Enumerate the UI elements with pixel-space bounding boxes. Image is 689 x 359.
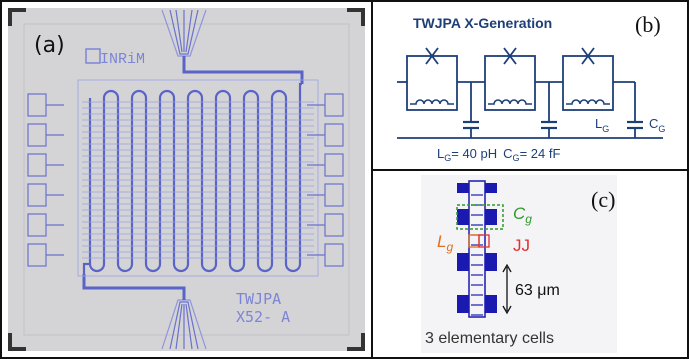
left-side-pads <box>27 93 64 267</box>
jj-highlight <box>478 234 490 248</box>
logo-text: INRiM <box>100 51 145 68</box>
corner-mark <box>347 8 365 26</box>
corner-mark <box>347 333 365 351</box>
circuit-title: TWJPA X-Generation <box>413 15 552 31</box>
chip-layout-drawing: INRiM (a) TWJPA X52- A <box>8 8 365 351</box>
cell-finger-right <box>485 253 497 271</box>
cg-highlight <box>456 204 504 230</box>
cg-symbol: CG <box>649 116 665 134</box>
chip-name-line2: X52- A <box>236 308 290 326</box>
right-side-pads <box>307 93 344 267</box>
panel-a-label: (a) <box>34 33 65 58</box>
cells-caption: 3 elementary cells <box>425 330 554 347</box>
dimension-label: 63 μm <box>515 282 560 299</box>
lg-label: Lg <box>437 232 453 254</box>
meander-line <box>82 82 302 274</box>
panel-a-chip-layout: INRiM (a) TWJPA X52- A <box>0 0 373 359</box>
panel-b-label: (b) <box>635 12 661 37</box>
cell-finger-right <box>485 183 497 193</box>
feed-lines <box>82 56 304 300</box>
elementary-cells-drawing: (c) Cg Lg JJ 63 μm 3 elementary cells <box>421 175 617 353</box>
capacitors <box>463 120 643 130</box>
corner-mark <box>8 8 26 26</box>
corner-mark <box>8 333 26 351</box>
meander-exit <box>82 262 90 274</box>
cell-finger-left <box>457 295 469 313</box>
cell-finger-left <box>457 183 469 193</box>
circuit-wires <box>397 55 663 139</box>
cell-stack <box>457 183 497 316</box>
inductor-coil <box>488 99 532 105</box>
inner-frame <box>23 23 350 336</box>
cell-spine <box>468 180 486 318</box>
meander-border <box>77 79 319 277</box>
cell-finger-left <box>457 253 469 271</box>
meander-outline <box>77 79 319 277</box>
josephson-junctions <box>425 47 595 65</box>
meander-path <box>88 89 302 273</box>
lg-symbol: LG <box>595 116 609 134</box>
inductor-coil <box>566 99 610 105</box>
micrograph-background <box>421 175 617 353</box>
cell-finger-left <box>457 209 469 225</box>
chip-substrate <box>8 8 365 351</box>
cg-label: Cg <box>513 204 532 226</box>
inductor-coil <box>410 99 454 105</box>
chip-name-line1: TWJPA <box>236 290 281 308</box>
panel-c-cell-layout: (c) Cg Lg JJ 63 μm 3 elementary cells <box>371 169 689 359</box>
cell-finger-right <box>485 295 497 313</box>
jj-label: JJ <box>513 236 530 255</box>
meander-entry <box>298 82 302 98</box>
panel-c-label: (c) <box>591 187 615 212</box>
cell-finger-right <box>485 209 497 225</box>
dimension-arrow <box>502 263 512 315</box>
panel-b-circuit: TWJPA X-Generation (b) <box>371 0 689 171</box>
inductors <box>410 99 610 105</box>
circuit-schematic: TWJPA X-Generation (b) <box>397 12 665 163</box>
inrim-logo: INRiM <box>85 48 145 68</box>
